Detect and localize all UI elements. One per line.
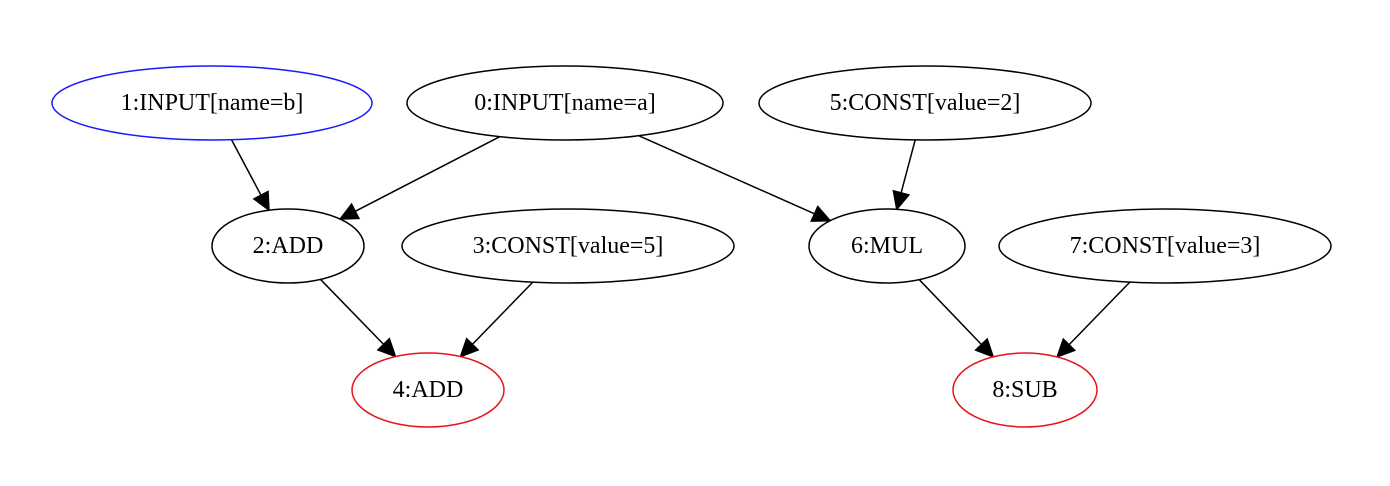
node-5-label: 5:CONST[value=2] [830, 90, 1021, 116]
node-6-label: 6:MUL [851, 233, 923, 259]
edges-layer [230, 135, 1131, 359]
node-2-ellipse [211, 208, 365, 284]
edge-0-to-6 [638, 135, 832, 222]
node-6-ellipse [808, 208, 966, 284]
arrowhead-icon [810, 205, 832, 222]
node-1[interactable]: 1:INPUT[name=b] [51, 65, 373, 141]
node-8-ellipse [952, 352, 1098, 428]
edge-5-to-6 [892, 139, 916, 211]
edge-6-to-8 [918, 279, 995, 359]
edge-3-to-4 [459, 281, 534, 358]
node-1-label: 1:INPUT[name=b] [121, 90, 304, 116]
arrowhead-icon [892, 189, 911, 211]
edge-2-to-4 [319, 278, 397, 358]
node-3[interactable]: 3:CONST[value=5] [401, 208, 735, 284]
edge-line [230, 139, 262, 196]
node-1-ellipse [51, 65, 373, 141]
node-5[interactable]: 5:CONST[value=2] [758, 65, 1092, 141]
node-4[interactable]: 4:ADD [351, 352, 505, 428]
node-4-ellipse [351, 352, 505, 428]
edge-line [918, 279, 982, 346]
arrowhead-icon [974, 337, 995, 359]
node-2-label: 2:ADD [253, 233, 324, 259]
arrowhead-icon [338, 202, 361, 220]
node-7-ellipse [998, 208, 1332, 284]
node-3-ellipse [401, 208, 735, 284]
edge-line [1068, 281, 1131, 346]
node-8[interactable]: 8:SUB [952, 352, 1098, 428]
node-2[interactable]: 2:ADD [211, 208, 365, 284]
node-3-label: 3:CONST[value=5] [473, 233, 664, 259]
arrowhead-icon [376, 337, 397, 358]
edge-1-to-2 [230, 139, 270, 212]
node-4-label: 4:ADD [393, 377, 464, 403]
node-5-ellipse [758, 65, 1092, 141]
edge-line [638, 135, 815, 215]
node-8-label: 8:SUB [992, 377, 1057, 403]
arrowhead-icon [252, 190, 270, 212]
node-7-label: 7:CONST[value=3] [1070, 233, 1261, 259]
node-0-label: 0:INPUT[name=a] [474, 90, 655, 116]
arrowhead-icon [1055, 337, 1077, 359]
node-0[interactable]: 0:INPUT[name=a] [406, 65, 724, 141]
edge-line [900, 139, 916, 194]
node-0-ellipse [406, 65, 724, 141]
edge-line [354, 136, 501, 212]
edge-0-to-2 [338, 136, 501, 220]
node-7[interactable]: 7:CONST[value=3] [998, 208, 1332, 284]
edge-line [319, 278, 385, 345]
edge-line [471, 281, 534, 345]
node-6[interactable]: 6:MUL [808, 208, 966, 284]
edge-7-to-8 [1055, 281, 1131, 359]
arrowhead-icon [459, 337, 480, 358]
